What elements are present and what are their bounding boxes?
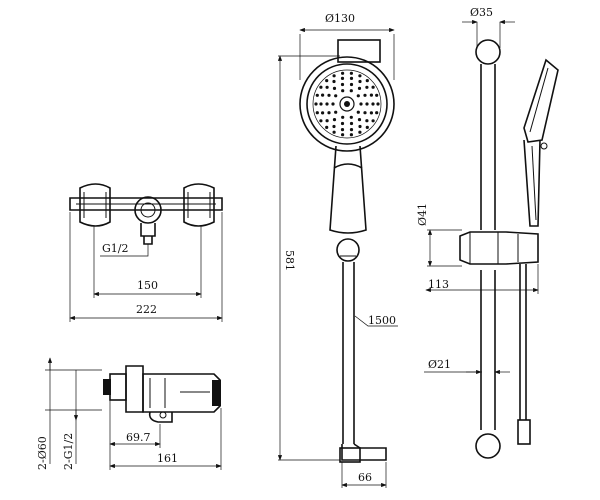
dim-581: 581: [283, 250, 296, 271]
nozzle-dot: [325, 119, 329, 123]
nozzle-dot: [332, 79, 336, 84]
nozzle-dot: [332, 130, 336, 134]
nozzle-dot: [321, 111, 325, 115]
faucet-front-view: G1/2 150 222: [69, 183, 223, 322]
dim-161: 161: [157, 452, 178, 465]
nozzle-dot: [369, 111, 373, 115]
nozzle-dot: [334, 94, 338, 98]
nozzle-dot: [325, 125, 329, 129]
nozzle-dot: [340, 128, 345, 132]
nozzle-dot: [341, 71, 345, 75]
nozzle-dot: [363, 93, 367, 97]
nozzle-dot: [321, 93, 325, 97]
nozzle-dot: [340, 121, 345, 126]
nozzle-dot: [319, 119, 323, 123]
dim-2-phi60: 2-Ø60: [36, 436, 49, 470]
nozzle-dot: [358, 74, 362, 78]
nozzle-dot: [315, 93, 319, 97]
dim-phi41: Ø41: [416, 203, 429, 226]
nozzle-dot: [365, 79, 369, 83]
dim-113: 113: [428, 278, 449, 291]
nozzle-dot: [319, 102, 323, 106]
nozzle-dot: [358, 130, 362, 134]
nozzle-dot: [349, 115, 353, 119]
nozzle-dot: [349, 89, 353, 93]
nozzle-dot: [314, 102, 318, 106]
nozzle-dot: [319, 85, 323, 89]
nozzle-dot: [327, 93, 331, 97]
dim-2-g12: 2-G1/2: [62, 433, 75, 470]
nozzle-dots: [314, 71, 380, 137]
nozzle-dot: [341, 89, 345, 93]
nozzle-dot: [359, 102, 363, 106]
dim-phi21: Ø21: [428, 358, 451, 371]
dim-66: 66: [358, 471, 372, 484]
nozzle-dot: [325, 79, 329, 83]
nozzle-dot: [315, 111, 319, 115]
nozzle-dot: [341, 115, 345, 119]
nozzle-dot: [369, 93, 373, 97]
nozzle-dot: [332, 86, 337, 90]
nozzle-dot: [349, 71, 353, 75]
dim-150: 150: [137, 279, 158, 292]
nozzle-dot: [363, 111, 367, 115]
nozzle-dot: [341, 133, 345, 137]
hand-shower-view: Ø130 581 1500 66: [277, 12, 398, 488]
nozzle-dot: [349, 133, 353, 137]
nozzle-dot: [358, 79, 362, 84]
nozzle-dot: [340, 76, 345, 80]
nozzle-dot: [357, 118, 362, 122]
nozzle-dot: [358, 124, 362, 129]
nozzle-dot: [325, 85, 329, 89]
nozzle-dot: [371, 85, 375, 89]
slide-bar-view: Ø35 Ø41 113 Ø21: [416, 6, 559, 459]
nozzle-dot: [356, 110, 360, 114]
dim-69-7: 69.7: [126, 431, 151, 444]
nozzle-dot: [349, 121, 354, 126]
nozzle-dot: [357, 86, 362, 90]
nozzle-dot: [365, 119, 369, 123]
nozzle-dot: [371, 102, 375, 106]
nozzle-dot: [376, 102, 380, 106]
nozzle-dot: [375, 111, 379, 115]
nozzle-dot: [349, 128, 354, 132]
nozzle-dot: [340, 82, 345, 87]
nozzle-dot: [327, 111, 331, 115]
dim-phi130: Ø130: [325, 12, 355, 25]
nozzle-dot: [365, 102, 369, 106]
dim-1500: 1500: [368, 314, 396, 327]
dim-222: 222: [136, 303, 157, 316]
nozzle-dot: [356, 94, 360, 98]
nozzle-dot: [375, 93, 379, 97]
nozzle-dot: [331, 102, 335, 106]
nozzle-dot: [325, 102, 329, 106]
dim-phi35: Ø35: [470, 6, 493, 19]
nozzle-dot: [365, 85, 369, 89]
nozzle-dot: [371, 119, 375, 123]
nozzle-dot: [332, 118, 337, 122]
nozzle-dot: [365, 125, 369, 129]
nozzle-dot: [349, 76, 354, 80]
nozzle-dot: [332, 74, 336, 78]
nozzle-dot: [332, 124, 336, 129]
nozzle-dot: [334, 110, 338, 114]
faucet-side-view: 2-Ø60 2-G1/2 69.7 161: [36, 357, 222, 470]
thread-label: G1/2: [102, 242, 129, 255]
nozzle-dot: [349, 82, 354, 87]
